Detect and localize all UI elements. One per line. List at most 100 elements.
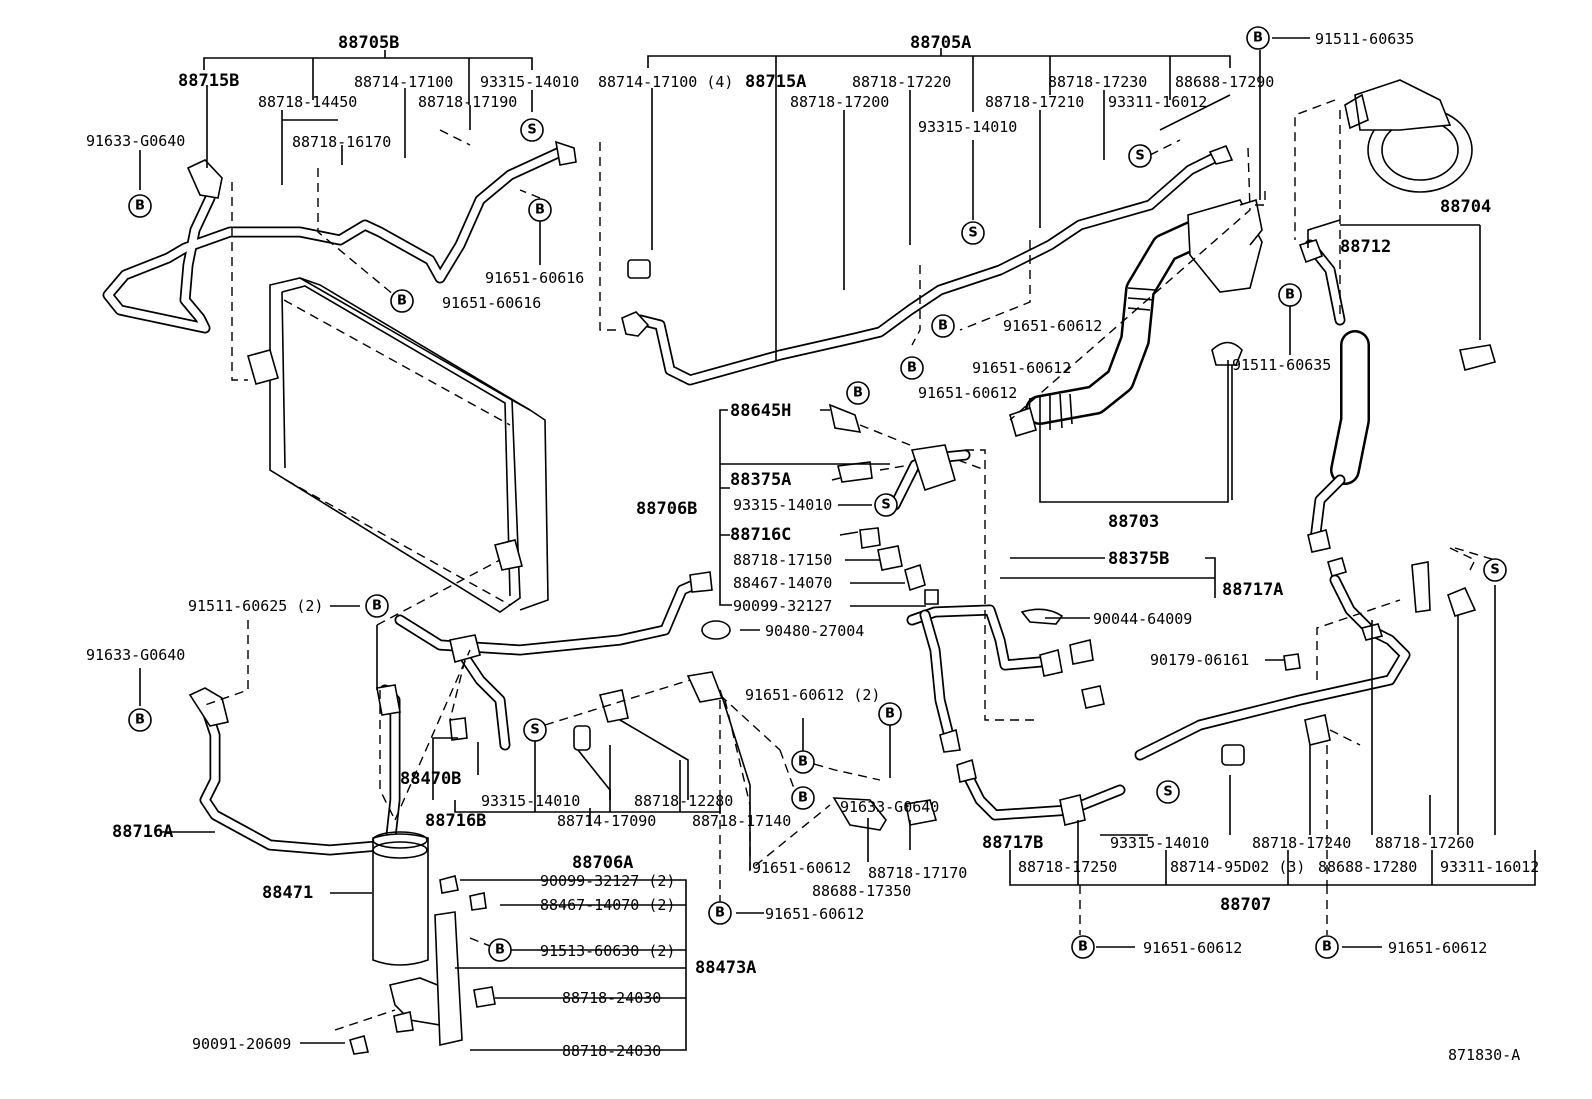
label-88473a: 88473A: [695, 958, 756, 978]
screw-symbol: S: [874, 493, 898, 517]
svg-text:S: S: [1490, 563, 1499, 578]
svg-text:S: S: [881, 498, 890, 513]
label-88467-14070: 88467-14070: [733, 574, 832, 592]
bolt-symbol: B: [1278, 283, 1302, 307]
screw-symbol: S: [520, 118, 544, 142]
label-88470b: 88470B: [400, 769, 461, 789]
bolt-symbol: B: [1315, 935, 1339, 959]
svg-text:B: B: [495, 943, 505, 958]
bolt-symbol: B: [846, 381, 870, 405]
bolt-symbol: B: [1246, 26, 1270, 50]
label-91513-60630-2: 91513-60630 (2): [540, 942, 675, 960]
label-88718-24030: 88718-24030: [562, 1042, 661, 1060]
label-88705a: 88705A: [910, 33, 971, 53]
label-91633-g0640: 91633-G0640: [86, 132, 185, 150]
label-88718-17260: 88718-17260: [1375, 834, 1474, 852]
label-91651-60612: 91651-60612: [918, 384, 1017, 402]
svg-text:S: S: [527, 123, 536, 138]
bolt-symbol: B: [878, 702, 902, 726]
label-88714-17100: 88714-17100: [354, 73, 453, 91]
label-93311-16012: 93311-16012: [1108, 93, 1207, 111]
bolt-symbol: B: [390, 289, 414, 313]
label-88718-17170: 88718-17170: [868, 864, 967, 882]
label-88714-95d02-3: 88714-95D02 (3): [1170, 858, 1305, 876]
label-90091-20609: 90091-20609: [192, 1035, 291, 1053]
bolt-symbol: B: [931, 314, 955, 338]
svg-text:B: B: [907, 361, 917, 376]
label-88718-12280: 88718-12280: [634, 792, 733, 810]
label-88718-17200: 88718-17200: [790, 93, 889, 111]
receiver-88471: [349, 831, 496, 1055]
svg-text:S: S: [1163, 785, 1172, 800]
pipe-88715b: [102, 140, 577, 334]
bolt-symbol: B: [128, 194, 152, 218]
label-88375b: 88375B: [1108, 549, 1169, 569]
label-88703: 88703: [1108, 512, 1159, 532]
label-88706b: 88706B: [636, 499, 697, 519]
label-88688-17290: 88688-17290: [1175, 73, 1274, 91]
label-88718-16170: 88718-16170: [292, 133, 391, 151]
label-88716c: 88716C: [730, 525, 791, 545]
leader-lines: [139, 37, 1536, 1051]
label-88715b: 88715B: [178, 71, 239, 91]
label-93315-14010: 93315-14010: [1110, 834, 1209, 852]
svg-text:B: B: [885, 707, 895, 722]
label-90480-27004: 90480-27004: [765, 622, 864, 640]
svg-text:B: B: [1078, 940, 1088, 955]
screw-symbol: S: [961, 221, 985, 245]
label-90179-06161: 90179-06161: [1150, 651, 1249, 669]
svg-text:S: S: [530, 723, 539, 738]
svg-text:B: B: [938, 319, 948, 334]
label-88717a: 88717A: [1222, 580, 1283, 600]
label-91511-60625-2: 91511-60625 (2): [188, 597, 323, 615]
label-91511-60635: 91511-60635: [1315, 30, 1414, 48]
svg-text:B: B: [135, 713, 145, 728]
svg-text:B: B: [372, 599, 382, 614]
label-91651-60612-2: 91651-60612 (2): [745, 686, 880, 704]
label-91651-60616: 91651-60616: [485, 269, 584, 287]
label-88645h: 88645H: [730, 401, 791, 421]
screw-symbol: S: [1156, 780, 1180, 804]
label-88718-17240: 88718-17240: [1252, 834, 1351, 852]
label-88471: 88471: [262, 883, 313, 903]
label-88716a: 88716A: [112, 822, 173, 842]
label-91651-60616: 91651-60616: [442, 294, 541, 312]
svg-text:B: B: [715, 906, 725, 921]
screw-symbol: S: [1128, 144, 1152, 168]
bolt-symbol: B: [791, 750, 815, 774]
bolt-symbol: B: [128, 708, 152, 732]
pipe-88715a: [621, 144, 1234, 386]
label-88705b: 88705B: [338, 33, 399, 53]
svg-text:B: B: [135, 199, 145, 214]
label-91651-60612: 91651-60612: [1143, 939, 1242, 957]
label-93315-14010: 93315-14010: [481, 792, 580, 810]
label-88718-17140: 88718-17140: [692, 812, 791, 830]
label-88717b: 88717B: [982, 833, 1043, 853]
hose-88712: [1298, 239, 1370, 553]
label-88715a: 88715A: [745, 72, 806, 92]
bolt-symbol: B: [1071, 935, 1095, 959]
label-88718-17230: 88718-17230: [1048, 73, 1147, 91]
label-91651-60612: 91651-60612: [765, 905, 864, 923]
label-diagram-id: 871830-A: [1448, 1046, 1520, 1064]
label-88375a: 88375A: [730, 470, 791, 490]
svg-text:B: B: [798, 791, 808, 806]
screw-symbol: S: [523, 718, 547, 742]
label-90099-32127-2: 90099-32127 (2): [540, 872, 675, 890]
label-88718-17210: 88718-17210: [985, 93, 1084, 111]
label-91633-g0640: 91633-G0640: [86, 646, 185, 664]
label-93315-14010: 93315-14010: [918, 118, 1017, 136]
label-91651-60612: 91651-60612: [1388, 939, 1487, 957]
label-91651-60612: 91651-60612: [752, 859, 851, 877]
condenser: [247, 277, 549, 613]
bolt-symbol: B: [528, 198, 552, 222]
label-93311-16012: 93311-16012: [1440, 858, 1539, 876]
bolt-symbol: B: [791, 786, 815, 810]
pipe-88706b: [394, 403, 971, 751]
label-90099-32127: 90099-32127: [733, 597, 832, 615]
svg-text:S: S: [1135, 149, 1144, 164]
label-88714-17100-4: 88714-17100 (4): [598, 73, 733, 91]
label-88716b: 88716B: [425, 811, 486, 831]
label-91633-g0640: 91633-G0640: [840, 798, 939, 816]
pipe-88717: [906, 557, 1477, 826]
